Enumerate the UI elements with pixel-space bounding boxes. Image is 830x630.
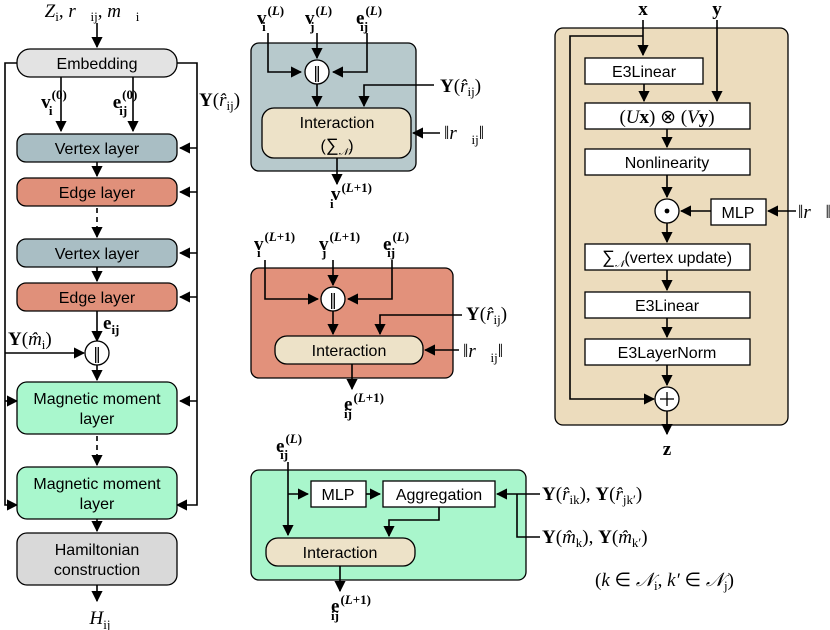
magnetic-output: e(L+1)ij (331, 592, 371, 623)
edge-output: e(L+1)ij (344, 390, 384, 421)
vertex-input-eij: e(L)ij (356, 3, 382, 34)
eij-label: eij (103, 313, 119, 337)
vertex-layer-detail: v(L)i v(L)j e(L)ij ‖ Y(r̂ij) Interaction… (250, 3, 484, 211)
overall-architecture: Zi, r⃗ij, m⃗i Embedding v(0)i e(0)ij Y(r… (4, 1, 240, 630)
vertex-update-box (584, 243, 751, 271)
magnetic-moment-layer-label: Magnetic moment (33, 476, 161, 493)
vertex-output: v(L+1)i (330, 180, 372, 211)
hamiltonian-label-2: construction (54, 562, 140, 579)
hamiltonian-label: Hamiltonian (55, 542, 139, 559)
magnetic-moment-layer-box (16, 381, 178, 435)
nonlinearity-box (584, 148, 751, 176)
tensor-product-label: (Ux) ⊗ (Vy) (619, 107, 714, 128)
e3linear-label: E3Linear (635, 298, 700, 315)
e3linear-box (584, 57, 704, 85)
aggregation-box (382, 480, 496, 508)
e3layernorm-label: E3LayerNorm (618, 345, 717, 362)
neighbor-condition: (k ∈ 𝒩i, k′ ∈ 𝒩j) (595, 570, 734, 593)
y-rij-label: Y(r̂ij) (199, 90, 240, 113)
edge-input-vj: v(L+1)j (319, 229, 360, 260)
interaction-box (274, 335, 424, 365)
magnetic-moment-layer-label-2: layer (80, 496, 115, 513)
svg-text:‖: ‖ (313, 63, 321, 82)
norm-input: ‖r⃗‖ (798, 202, 830, 223)
y-r-inputs: Y(r̂ik), Y(r̂jk′) (542, 484, 642, 507)
input-label: Zi, r⃗ij, m⃗i (45, 1, 140, 24)
edge-layer-label: Edge layer (59, 185, 136, 202)
magnetic-moment-layer-label-2: layer (80, 411, 115, 428)
nonlinearity-label: Nonlinearity (625, 155, 709, 172)
aggregation-label: Aggregation (396, 487, 482, 504)
mlp-label: MLP (322, 487, 355, 504)
output-z: z (663, 439, 672, 460)
magnetic-moment-detail: e(L)ij MLP Aggregation Y(r̂ik), Y(r̂jk′)… (250, 431, 734, 623)
interaction-sum-label: (∑𝒩) (320, 135, 353, 158)
svg-text:‖: ‖ (329, 290, 337, 309)
edge-layer-box (16, 177, 178, 207)
e3linear-label: E3Linear (612, 64, 677, 81)
edge-layer-label: Edge layer (59, 290, 136, 307)
magnetic-input: e(L)ij (276, 431, 302, 462)
interaction-label: Interaction (303, 545, 378, 562)
vertex-norm-input: ‖r⃗ij‖ (444, 123, 484, 147)
input-x: x (638, 0, 648, 20)
output-label: Hij (89, 608, 111, 630)
edge-layer-detail: v(L+1)i v(L+1)j e(L)ij ‖ Y(r̂ij) Interac… (250, 229, 507, 421)
input-y: y (712, 0, 722, 20)
interaction-label: Interaction (312, 343, 387, 360)
edge-side-input: Y(r̂ij) (466, 304, 507, 327)
tensor-product-box (584, 102, 751, 130)
y-m-inputs: Y(m̂k), Y(m̂k′) (542, 527, 648, 550)
edge-input-eij: e(L)ij (383, 229, 409, 260)
vertex-input-vi: v(L)i (257, 3, 284, 34)
vertex-layer-label: Vertex layer (55, 141, 140, 158)
vertex-layer-label: Vertex layer (55, 246, 140, 263)
interaction-label: Interaction (300, 115, 375, 132)
mlp-label: MLP (722, 205, 755, 222)
svg-text:‖: ‖ (93, 344, 101, 363)
magnetic-moment-layer-label: Magnetic moment (33, 391, 161, 408)
e3layernorm-box (584, 338, 751, 366)
interaction-detail: x y E3Linear (Ux) ⊗ (Vy) Nonlinearity ML… (554, 0, 830, 460)
vertex-side-input: Y(r̂ij) (440, 76, 481, 99)
edge-input-vi: v(L+1)i (254, 229, 295, 260)
vertex-input-vj: v(L)j (305, 3, 332, 34)
mlp-box (310, 480, 367, 508)
embedding-label: Embedding (57, 56, 138, 73)
mlp-box (710, 198, 767, 226)
edge-norm-input: ‖r⃗ij‖ (463, 341, 503, 365)
y-mi-label: Y(m̂i) (8, 329, 52, 352)
v0-label: v(0)i (41, 87, 67, 118)
vertex-update-label: ∑𝒩(vertex update) (602, 247, 732, 270)
